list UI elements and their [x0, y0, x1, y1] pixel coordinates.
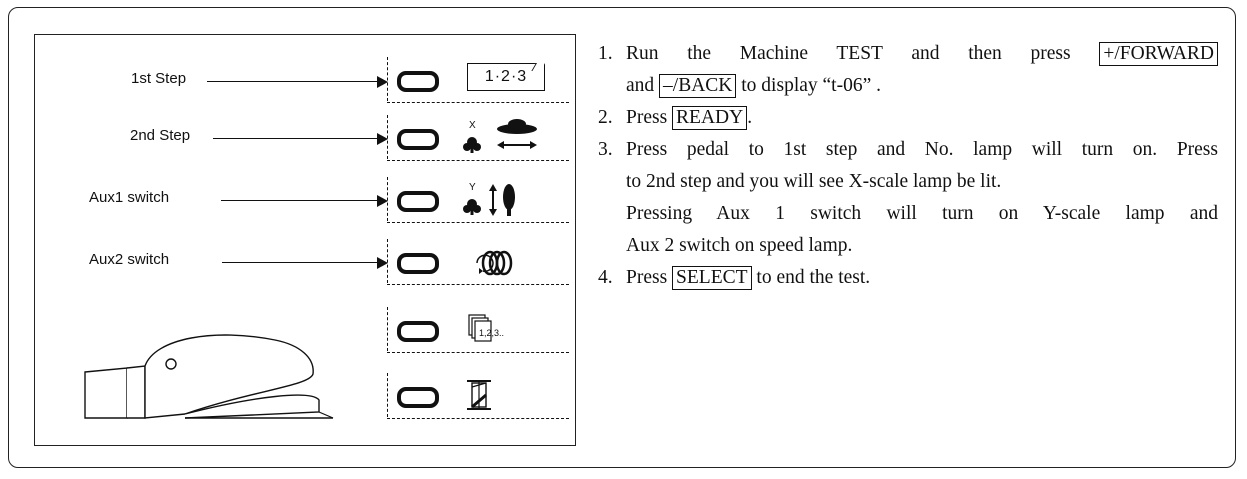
instruction-line: Aux 2 switch on speed lamp. — [626, 235, 853, 256]
arrow-head-aux2 — [377, 257, 388, 269]
x-axis-letter: X — [469, 120, 476, 131]
arrow-head-1st — [377, 76, 388, 88]
instruction-number: 1. — [598, 43, 613, 64]
instruction-text: . — [747, 107, 753, 128]
pattern-number-icon: 1,2,3.. — [468, 314, 504, 342]
page-frame — [8, 7, 1236, 468]
instruction-line: Press pedal to 1st step and No. lamp wil… — [626, 139, 1218, 160]
step-label-1st: 1st Step — [131, 70, 187, 87]
speed-lamp — [397, 253, 439, 274]
pedal-lamp-diagram: 1st Step 2nd Step Aux1 switch Aux2 switc… — [34, 34, 576, 446]
instruction-item-4: 4. Press SELECT to end the test. — [598, 262, 1218, 294]
instruction-text: Press — [626, 107, 668, 128]
step-counter-display-icon: 1·2·3 — [467, 63, 545, 91]
instruction-text: Run the Machine TEST and then press — [626, 43, 1071, 64]
ready-key: READY — [672, 106, 748, 130]
instruction-item-1: 1. Run the Machine TEST and then press +… — [598, 38, 1219, 102]
step-label-aux1: Aux1 switch — [89, 189, 170, 206]
instruction-text: Press — [626, 267, 668, 288]
x-scale-lamp-icon: X — [463, 119, 537, 153]
lamp-row-aux2 — [387, 239, 569, 285]
instruction-item-2: 2. Press READY. — [598, 102, 1218, 134]
arrow-2nd — [213, 138, 381, 140]
lamp-row-pattern: 1,2,3.. — [387, 307, 569, 353]
select-key: SELECT — [672, 266, 752, 290]
arrow-1st — [207, 81, 381, 83]
pattern-number-lamp — [397, 321, 439, 342]
back-key: –/BACK — [659, 74, 737, 98]
instruction-line: Press SELECT to end the test. — [626, 262, 1218, 294]
arrow-head-2nd — [377, 133, 388, 145]
instruction-line: Pressing Aux 1 switch will turn on Y-sca… — [626, 203, 1218, 224]
step-label-2nd: 2nd Step — [130, 127, 191, 144]
forward-key: +/FORWARD — [1099, 42, 1219, 66]
lamp-row-2nd-step: X — [387, 115, 569, 161]
instruction-text: to display “t-06” . — [741, 75, 881, 96]
arrow-head-aux1 — [377, 195, 388, 207]
pattern-number-text: 1,2,3.. — [479, 328, 504, 338]
speed-lamp-icon — [476, 250, 513, 276]
instruction-line: to 2nd step and you will see X-scale lam… — [626, 171, 1002, 192]
instruction-line: Run the Machine TEST and then press +/FO… — [626, 38, 1219, 70]
bobbin-winder-icon — [467, 380, 491, 410]
step-counter-text: 1·2·3 — [484, 68, 528, 85]
foot-pedal-icon — [84, 334, 334, 419]
instruction-line: and –/BACK to display “t-06” . — [626, 70, 1218, 102]
arrow-aux2 — [222, 262, 381, 264]
arrow-aux1 — [221, 200, 381, 202]
step-lamp — [397, 71, 439, 92]
y-axis-letter: Y — [469, 182, 476, 193]
y-scale-lamp — [397, 191, 439, 212]
bobbin-winder-lamp — [397, 387, 439, 408]
instruction-text: to end the test. — [756, 267, 871, 288]
instruction-line: Press READY. — [626, 102, 1218, 134]
lamp-row-bobbin — [387, 373, 569, 419]
step-label-aux2: Aux2 switch — [89, 251, 170, 268]
instruction-number: 2. — [598, 107, 613, 128]
instruction-list: 1. Run the Machine TEST and then press +… — [598, 38, 1219, 294]
y-scale-lamp-icon: Y — [463, 182, 515, 216]
instruction-number: 4. — [598, 267, 613, 288]
instruction-text: and — [626, 75, 655, 96]
x-scale-lamp — [397, 129, 439, 150]
lamp-row-1st-step: 1·2·3 — [387, 57, 569, 103]
instruction-item-3: 3. Press pedal to 1st step and No. lamp … — [598, 134, 1218, 262]
lamp-row-aux1: Y — [387, 177, 569, 223]
instruction-number: 3. — [598, 139, 613, 160]
